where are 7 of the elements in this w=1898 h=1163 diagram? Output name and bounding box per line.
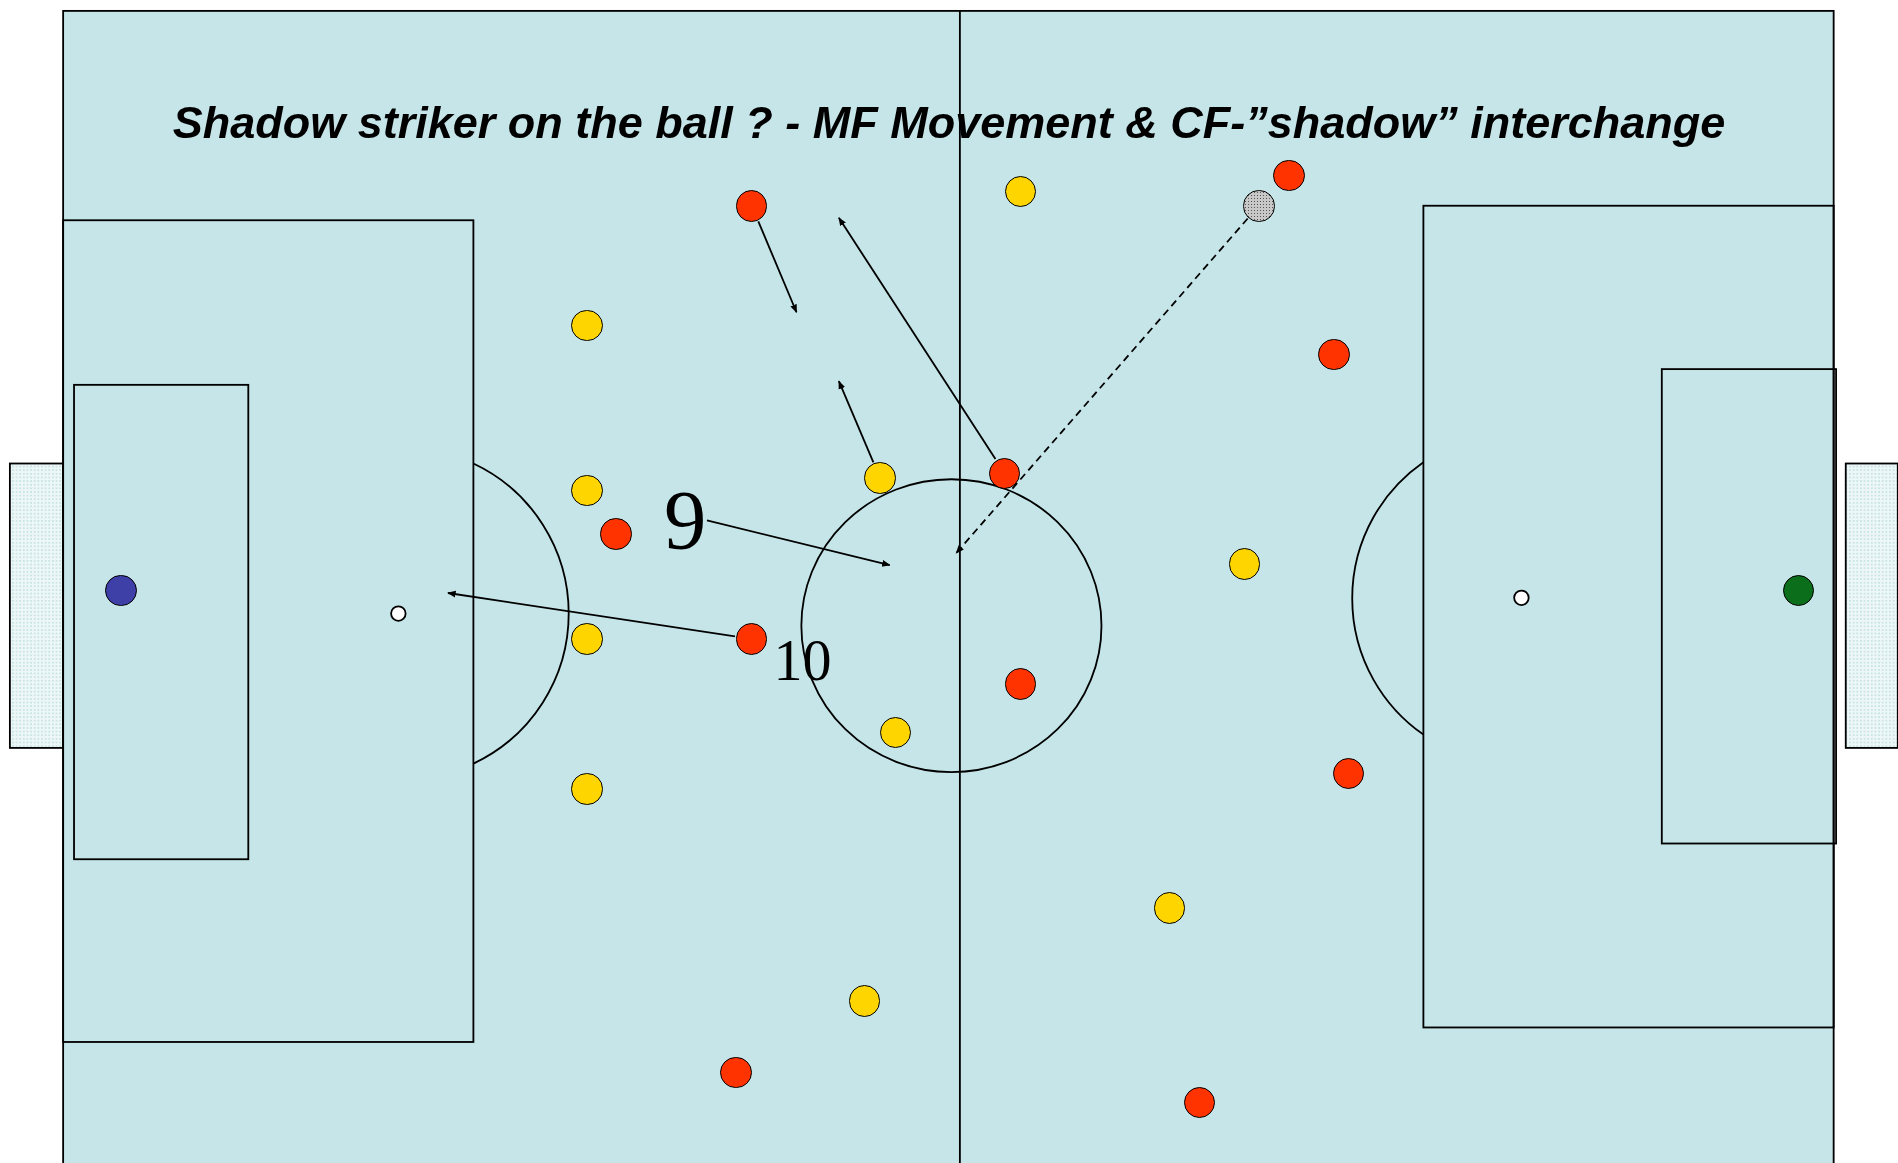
movement-arrow bbox=[447, 590, 736, 638]
movement-arrow bbox=[706, 519, 891, 567]
movement-arrow bbox=[757, 220, 798, 314]
player-number: 9 bbox=[664, 478, 707, 563]
movement-arrow bbox=[837, 216, 997, 460]
movement-arrow bbox=[955, 217, 1249, 554]
movement-arrow bbox=[837, 380, 875, 464]
